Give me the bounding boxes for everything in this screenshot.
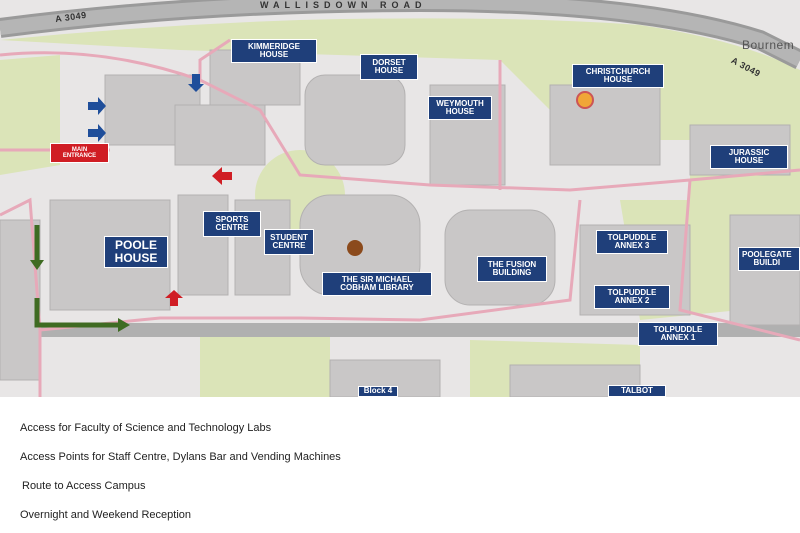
label-tolpuddle-annex-2: TOLPUDDLE ANNEX 2 <box>594 285 670 309</box>
green-arrow-2 <box>34 298 120 328</box>
town-label: Bournem <box>742 38 795 52</box>
label-weymouth-house: WEYMOUTH HOUSE <box>428 96 492 120</box>
red-arrow-2 <box>165 290 183 306</box>
green-area-south <box>200 330 330 397</box>
legend-item-access-points: Access Points for Staff Centre, Dylans B… <box>20 451 341 463</box>
main-road-surface <box>0 0 800 67</box>
blue-arrow-2 <box>88 124 106 142</box>
label-main-entrance: MAIN ENTRANCE <box>50 143 109 163</box>
label-kimmeridge-house: KIMMERIDGE HOUSE <box>231 39 317 63</box>
red-arrow-1 <box>212 167 232 185</box>
blue-arrow-3 <box>188 74 204 92</box>
legend-item-route: Route to Access Campus <box>22 480 146 492</box>
label-dorset-house: DORSET HOUSE <box>360 54 418 80</box>
green-arrow-2-head <box>118 318 130 332</box>
route-path-kimmeridge <box>198 38 231 80</box>
reception-marker-icon <box>576 91 594 109</box>
label-jurassic-house: JURASSIC HOUSE <box>710 145 788 169</box>
green-area-west <box>0 55 60 175</box>
route-path-north <box>0 51 800 192</box>
label-cobham-library: THE SIR MICHAEL COBHAM LIBRARY <box>322 272 432 296</box>
green-arrow-1-head <box>30 260 44 270</box>
label-sports-centre: SPORTS CENTRE <box>203 211 261 237</box>
building-central-west <box>174 104 266 166</box>
campus-map: WALLISDOWN ROAD A 3049 A 3049 Bournem KI… <box>0 0 800 397</box>
label-block-4: Block 4 <box>358 386 398 397</box>
building-dorset <box>304 74 406 166</box>
blue-arrow-1 <box>88 97 106 115</box>
building-christchurch <box>549 84 661 166</box>
library-marker-icon <box>347 240 363 256</box>
road-name: WALLISDOWN ROAD <box>260 0 427 10</box>
label-student-centre: STUDENT CENTRE <box>264 229 314 255</box>
building-sports <box>177 194 229 296</box>
label-tolpuddle-annex-3: TOLPUDDLE ANNEX 3 <box>596 230 668 254</box>
route-path-south <box>39 199 582 332</box>
label-fusion-building: THE FUSION BUILDING <box>477 256 547 282</box>
label-poolegate-building: POOLEGATE BUILDI <box>738 247 800 271</box>
legend-item-reception: Overnight and Weekend Reception <box>20 509 192 521</box>
route-path-east <box>678 179 800 342</box>
legend-item-science-labs: Access for Faculty of Science and Techno… <box>20 422 272 434</box>
label-poole-house: POOLE HOUSE <box>104 236 168 268</box>
label-christchurch-house: CHRISTCHURCH HOUSE <box>572 64 664 88</box>
label-talbot: TALBOT <box>608 385 666 397</box>
label-tolpuddle-annex-1: TOLPUDDLE ANNEX 1 <box>638 322 718 346</box>
